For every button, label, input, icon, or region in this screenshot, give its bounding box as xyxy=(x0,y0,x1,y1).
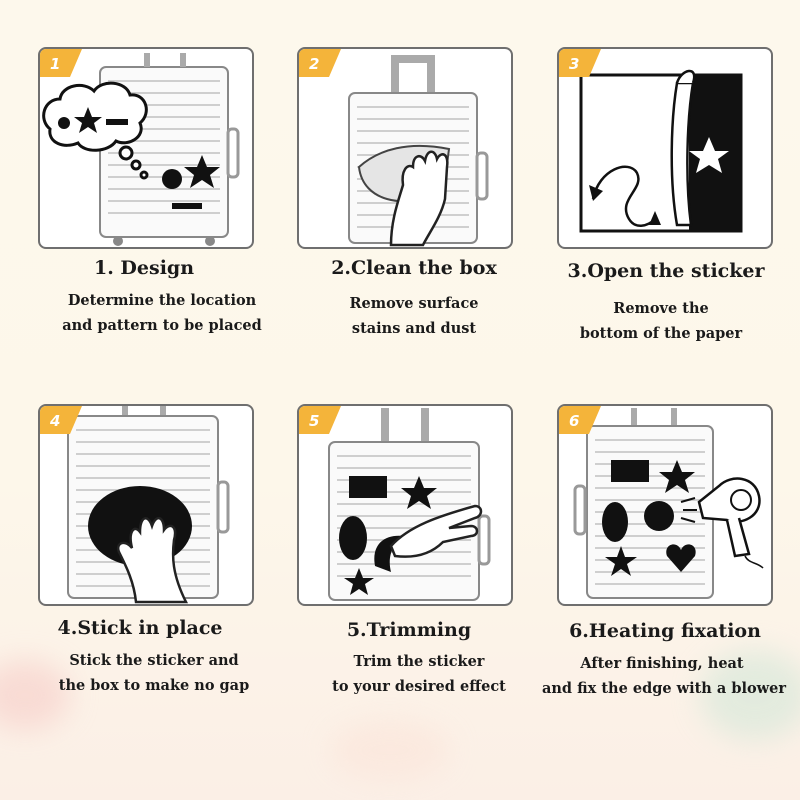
step-6-illustration: 6 xyxy=(557,404,773,606)
step-4-description: Stick the sticker and the box to make no… xyxy=(24,648,284,698)
step-5-badge-number: 5 xyxy=(309,412,319,430)
step-1-description: Determine the location and pattern to be… xyxy=(32,288,292,338)
background-heart-middle xyxy=(330,720,450,780)
step-3-title: 3.Open the sticker xyxy=(567,260,765,282)
step-1-illustration: 1 xyxy=(38,47,254,249)
step-5-desc-line-1: Trim the sticker xyxy=(353,653,485,670)
step-2-desc-line-2: stains and dust xyxy=(351,320,477,337)
step-2-illustration: 2 xyxy=(297,47,513,249)
step-4-badge-number: 4 xyxy=(49,412,60,430)
step-3-desc-line-1: Remove the xyxy=(613,300,709,317)
step-5-desc-line-2: to your desired effect xyxy=(332,678,506,695)
step-4-illustration: 4 xyxy=(38,404,254,606)
step-1-title: 1. Design xyxy=(93,257,195,279)
step-2-desc-line-1: Remove surface xyxy=(349,295,479,312)
step-6-desc-line-2: and fix the edge with a blower xyxy=(541,680,787,697)
step-5-title: 5.Trimming xyxy=(346,619,472,641)
background-heart-right xyxy=(700,650,800,740)
step-6-desc-line-1: After finishing, heat xyxy=(580,655,744,672)
step-1-desc-line-2: and pattern to be placed xyxy=(62,317,262,334)
step-5-illustration: 5 xyxy=(297,404,513,606)
step-6-title: 6.Heating fixation xyxy=(569,620,761,642)
step-2-title: 2.Clean the box xyxy=(331,257,497,279)
step-3-description: Remove the bottom of the paper xyxy=(531,296,791,346)
step-1-desc-line-1: Determine the location xyxy=(67,292,257,309)
step-3-illustration: 3 xyxy=(557,47,773,249)
step-6-description: After finishing, heat and fix the edge w… xyxy=(532,651,792,701)
step-4-title: 4.Stick in place xyxy=(57,617,223,639)
step-3-desc-line-2: bottom of the paper xyxy=(579,325,743,342)
step-6-badge-number: 6 xyxy=(569,412,579,430)
step-1-badge-number: 1 xyxy=(50,55,60,73)
step-2-badge-number: 2 xyxy=(309,55,319,73)
step-3-badge-number: 3 xyxy=(569,55,579,73)
step-4-desc-line-2: the box to make no gap xyxy=(58,677,250,694)
step-5-description: Trim the sticker to your desired effect xyxy=(289,649,549,699)
step-2-description: Remove surface stains and dust xyxy=(284,291,544,341)
background-heart-left xyxy=(0,660,70,730)
step-4-desc-line-1: Stick the sticker and xyxy=(69,652,239,669)
